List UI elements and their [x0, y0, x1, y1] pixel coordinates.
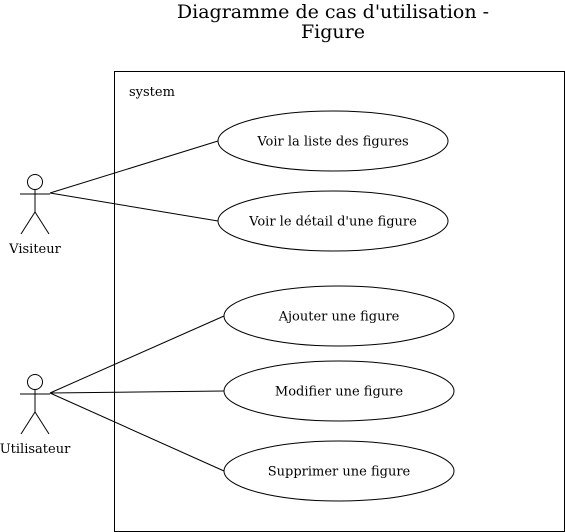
use-case-supprimer: Supprimer une figure	[223, 440, 455, 502]
use-case-label: Voir le détail d'une figure	[248, 215, 417, 230]
use-case-ellipse	[223, 285, 455, 347]
actor-label: Utilisateur	[0, 442, 71, 457]
association-visiteur-voir-liste	[49, 140, 219, 194]
use-case-ajouter: Ajouter une figure	[223, 285, 455, 347]
use-case-label: Ajouter une figure	[278, 310, 400, 325]
diagram-title-line-1: Diagramme de cas d'utilisation -	[177, 1, 489, 23]
use-case-ellipse	[223, 440, 455, 502]
system-label: system	[129, 85, 175, 100]
use-case-voir-detail: Voir le détail d'une figure	[217, 190, 449, 252]
use-case-modifier: Modifier une figure	[223, 360, 455, 422]
associations	[49, 140, 225, 472]
actor-label: Visiteur	[8, 242, 61, 257]
use-case-label: Voir la liste des figures	[256, 135, 408, 150]
use-case-ellipse	[217, 190, 449, 252]
association-visiteur-voir-detail	[49, 192, 219, 222]
stick-figure-icon	[20, 374, 50, 435]
use-case-label: Modifier une figure	[275, 385, 403, 400]
use-case-label: Supprimer une figure	[268, 465, 411, 480]
use-case-ellipse	[217, 110, 449, 172]
association-utilisateur-supprimer	[49, 392, 225, 472]
use-case-ellipse	[223, 360, 455, 422]
diagram-title-line-2: Figure	[301, 21, 365, 43]
stick-figure-icon	[20, 174, 50, 235]
actor-utilisateur: Utilisateur	[0, 374, 71, 457]
association-utilisateur-modifier	[49, 390, 225, 394]
actor-visiteur: Visiteur	[8, 174, 62, 257]
use-case-voir-liste: Voir la liste des figures	[217, 110, 449, 172]
association-utilisateur-ajouter	[49, 315, 225, 394]
